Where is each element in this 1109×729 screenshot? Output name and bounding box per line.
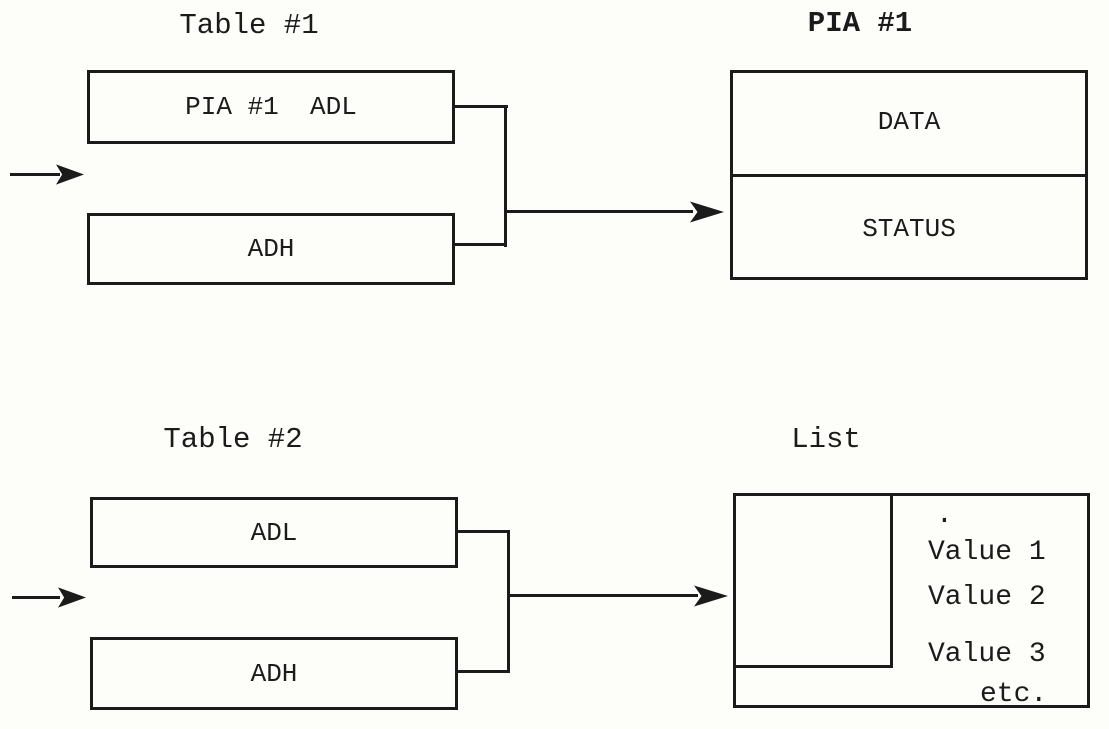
table2-to-list-arrow-shaft [508, 594, 698, 597]
list-inner-partition-horizontal [733, 665, 893, 668]
list-heading: List [791, 423, 861, 456]
pia1-status-cell: STATUS [730, 177, 1088, 280]
table2-connector-vertical [507, 530, 510, 673]
pia1-data-label: DATA [877, 107, 941, 137]
table1-heading: Table #1 [179, 9, 319, 42]
pia1-status-label: STATUS [862, 213, 956, 244]
pia1-divider [730, 174, 1088, 177]
table2-input-arrow-shaft [12, 596, 60, 599]
list-value-2: Value 2 [928, 582, 1046, 613]
table2-row-adl-label: ADL [250, 517, 298, 548]
table1-input-arrowhead-icon [56, 164, 84, 185]
table2-row-adh: ADH [90, 637, 458, 710]
list-value-3: Value 3 [928, 639, 1046, 670]
table2-connector-stub-top [455, 530, 510, 533]
pia1-data-cell: DATA [730, 70, 1088, 174]
table1-to-pia-arrow-shaft [505, 210, 693, 213]
pia1-heading: PIA #1 [807, 7, 913, 40]
table1-to-pia-arrowhead-icon [690, 201, 724, 223]
table1-row-adh-label: ADH [247, 234, 295, 264]
list-etc-label: etc. [980, 679, 1048, 710]
table1-connector-stub-top [452, 105, 508, 108]
table1-connector-vertical [504, 105, 507, 247]
table1-connector-stub-bottom [452, 243, 507, 246]
table2-connector-stub-bottom [455, 670, 510, 673]
list-box [733, 493, 1090, 708]
table2-row-adl: ADL [90, 497, 458, 568]
table2-row-adh-label: ADH [250, 658, 298, 689]
list-inner-partition-vertical [890, 493, 893, 668]
table2-input-arrowhead-icon [58, 587, 86, 608]
list-continuation-dot: . [936, 500, 953, 531]
table1-input-arrow-shaft [10, 173, 60, 176]
table2-to-list-arrowhead-icon [694, 585, 728, 607]
table2-heading: Table #2 [163, 423, 303, 456]
table1-row-pia1-adl-label: PIA #1 ADL [185, 92, 357, 122]
list-value-1: Value 1 [928, 537, 1046, 568]
table1-row-adh: ADH [87, 213, 455, 285]
table1-row-pia1-adl: PIA #1 ADL [87, 70, 455, 144]
